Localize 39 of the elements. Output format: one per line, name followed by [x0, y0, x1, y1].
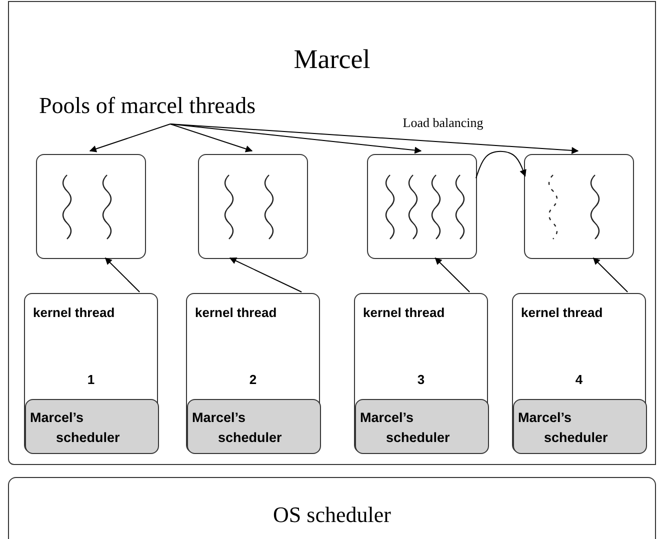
arrow: [170, 124, 422, 154]
box-heading: kernel thread: [195, 305, 277, 320]
thread-number: 4: [574, 372, 584, 387]
kernel-thread-box: [24, 293, 158, 453]
thread-pool-box: [367, 154, 477, 259]
scheduler-label: Marcel’s scheduler: [360, 409, 451, 447]
kernel-thread-box: [354, 293, 488, 453]
arrow: [89, 124, 171, 152]
thread-pool-box: [36, 154, 146, 259]
arrow: [229, 258, 302, 292]
scheduler-label: Marcel’s scheduler: [518, 409, 609, 447]
frame: [8, 1, 656, 465]
scheduler-box: [513, 399, 647, 454]
thread-pool-box: [524, 154, 634, 259]
thread-number: 1: [86, 372, 96, 387]
arrow: [476, 150, 526, 179]
arrow: [592, 258, 628, 292]
thread-number: 2: [248, 372, 258, 387]
box-label: OS scheduler: [272, 502, 392, 528]
box-heading: kernel thread: [33, 305, 115, 320]
thread-number: 3: [416, 372, 426, 387]
edge-label: Load balancing: [400, 116, 486, 130]
arrow: [170, 124, 579, 154]
scheduler-box: [25, 399, 159, 454]
os-scheduler-box: [8, 477, 656, 539]
arrow: [170, 124, 253, 152]
arrow: [434, 258, 470, 292]
kernel-thread-box: [512, 293, 646, 453]
box-heading: kernel thread: [363, 305, 445, 320]
scheduler-label: Marcel’s scheduler: [192, 409, 283, 447]
arrow: [104, 258, 140, 292]
thread-pool-box: [198, 154, 308, 259]
frame-heading: Marcel: [292, 44, 372, 75]
scheduler-box: [187, 399, 321, 454]
box-heading: kernel thread: [521, 305, 603, 320]
scheduler-label: Marcel’s scheduler: [30, 409, 121, 447]
pool-caption: Pools of marcel threads: [39, 93, 256, 119]
scheduler-box: [355, 399, 489, 454]
kernel-thread-box: [186, 293, 320, 453]
